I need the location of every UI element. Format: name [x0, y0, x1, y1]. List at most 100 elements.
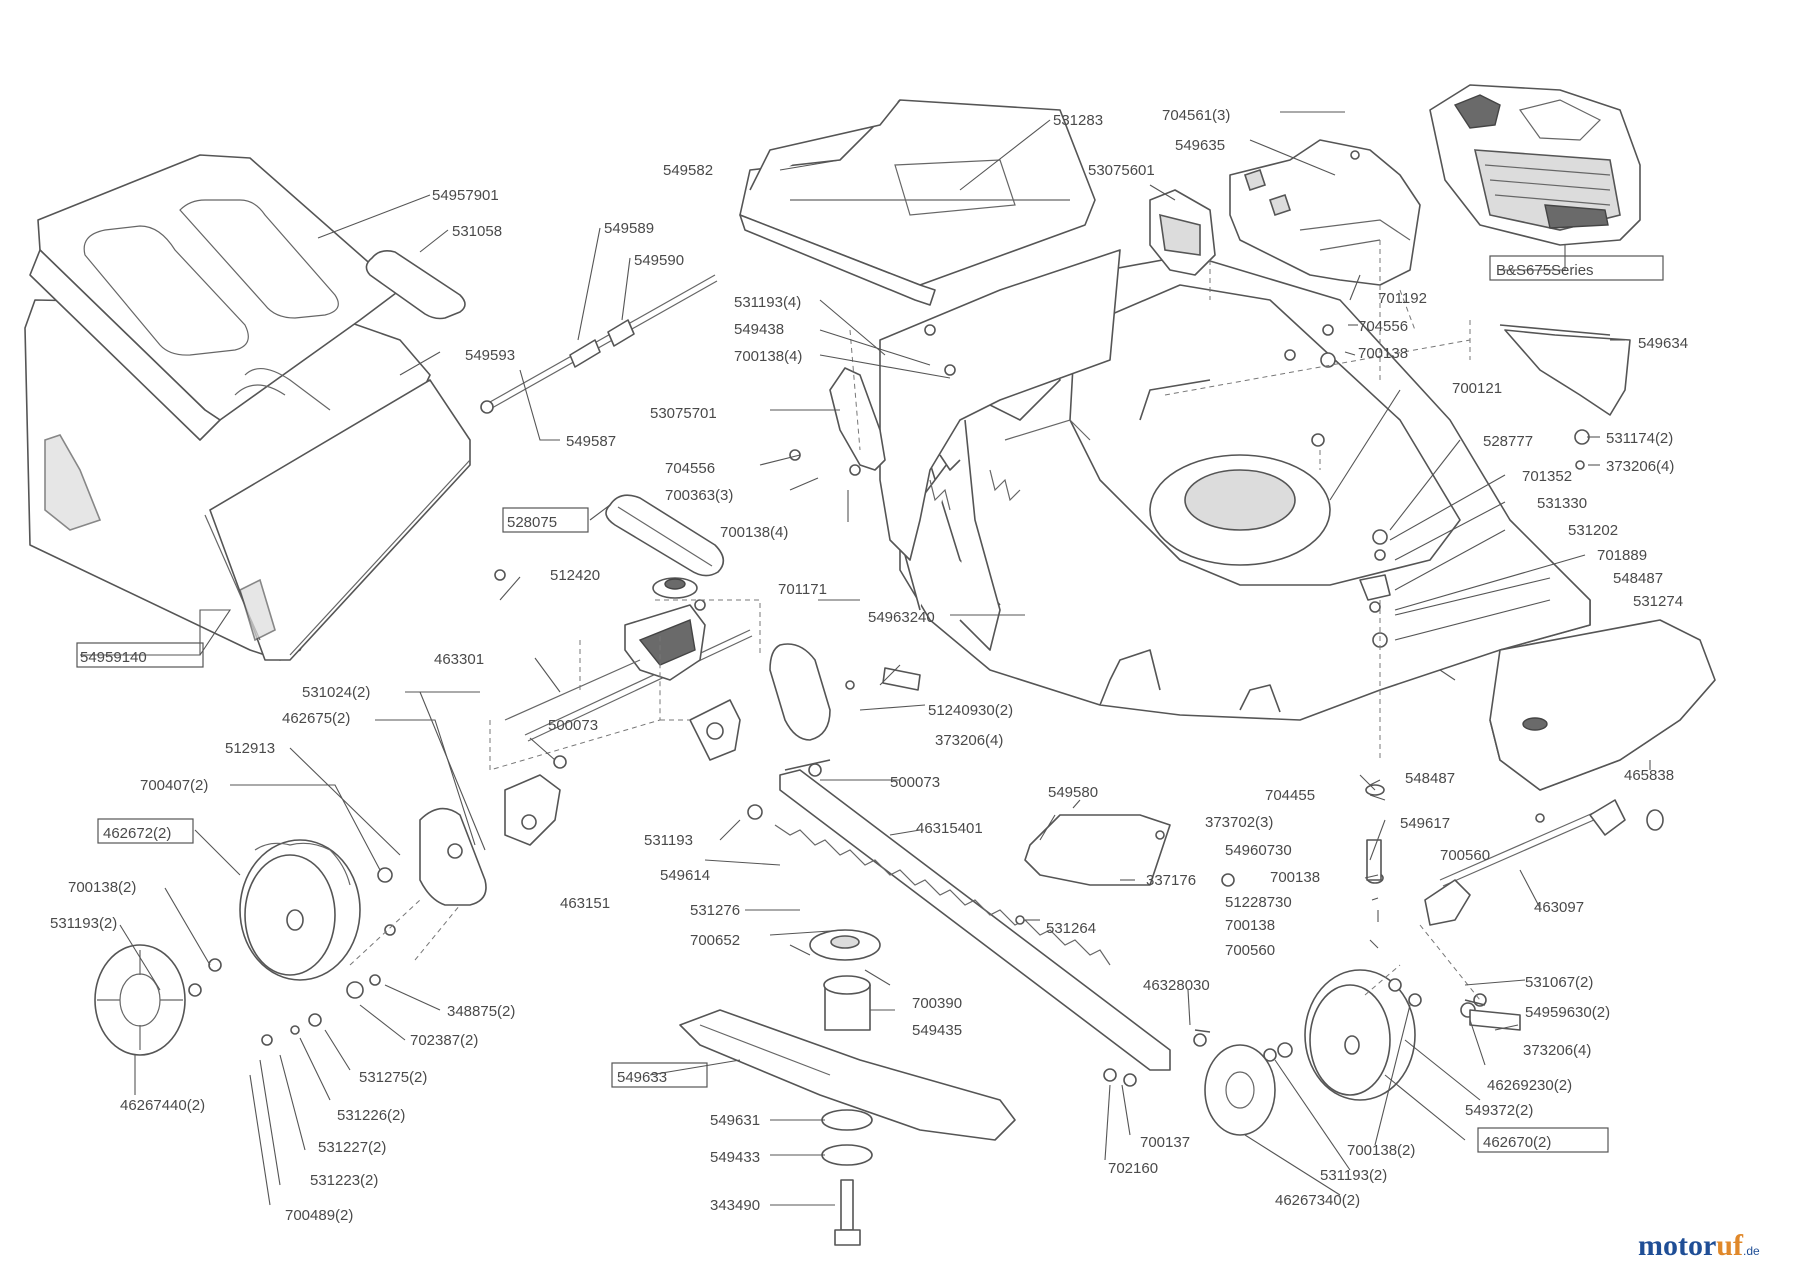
front-right-wheel [1304, 969, 1416, 1101]
part-labels: 54957901 531058 549589 549590 549593 549… [50, 107, 1688, 1224]
label-531283: 531283 [1053, 112, 1103, 129]
label-46267440-2: 46267440(2) [120, 1097, 205, 1114]
box-label-528075 [502, 507, 589, 533]
label-531193-2-right: 531193(2) [1320, 1167, 1387, 1184]
label-528075: 528075 [507, 514, 557, 531]
leader-lines [80, 111, 1651, 1206]
label-700138-2-right: 700138(2) [1347, 1142, 1415, 1159]
label-51240930-2: 51240930(2) [928, 702, 1013, 719]
label-700138-4-top: 700138(4) [734, 348, 802, 365]
label-531274: 531274 [1633, 593, 1683, 610]
label-531174-2: 531174(2) [1606, 430, 1673, 447]
front-axle [1424, 799, 1664, 926]
front-bumper [1489, 619, 1716, 791]
label-54959630-2: 54959630(2) [1525, 1004, 1610, 1021]
blade-washer-top [821, 1109, 873, 1131]
gearbox [504, 577, 706, 721]
grass-catcher-lid [29, 154, 401, 441]
label-531226-2: 531226(2) [337, 1107, 405, 1124]
box-label-54959140 [76, 642, 204, 668]
label-531202: 531202 [1568, 522, 1618, 539]
label-531058: 531058 [452, 223, 502, 240]
front-right-hubcap [1204, 1044, 1276, 1136]
rear-axle-assembly [504, 629, 753, 846]
label-373206-4-mid: 373206(4) [935, 732, 1003, 749]
label-700407-2: 700407(2) [140, 777, 208, 794]
label-531223-2: 531223(2) [310, 1172, 378, 1189]
engine [1429, 84, 1641, 246]
grass-catcher-bag [24, 299, 471, 661]
watermark-domain: .de [1743, 1244, 1760, 1258]
label-531193-4: 531193(4) [734, 294, 801, 311]
label-500073-left: 500073 [548, 717, 598, 734]
label-465838: 465838 [1624, 767, 1674, 784]
label-700489-2: 700489(2) [285, 1207, 353, 1224]
label-512913: 512913 [225, 740, 275, 757]
label-531193-center: 531193 [644, 832, 693, 849]
label-704561-3: 704561(3) [1162, 107, 1230, 124]
label-549580: 549580 [1048, 784, 1098, 801]
label-548487-bottom: 548487 [1405, 770, 1455, 787]
label-549438: 549438 [734, 321, 784, 338]
label-700138-top-right: 700138 [1358, 345, 1408, 362]
blade-bolt [834, 1179, 861, 1246]
label-702387-2: 702387(2) [410, 1032, 478, 1049]
label-528777: 528777 [1483, 433, 1533, 450]
box-label-462672 [97, 818, 194, 844]
label-701352: 701352 [1522, 468, 1572, 485]
label-700138-right-b: 700138 [1225, 917, 1275, 934]
rear-chute-flap [739, 99, 1096, 306]
label-531024-2: 531024(2) [302, 684, 370, 701]
label-54960730: 54960730 [1225, 842, 1292, 859]
label-531264: 531264 [1046, 920, 1096, 937]
label-702160: 702160 [1108, 1160, 1158, 1177]
label-549372-2: 549372(2) [1465, 1102, 1533, 1119]
adjuster-spring [774, 824, 1111, 966]
label-700138-2-left: 700138(2) [68, 879, 136, 896]
label-549635: 549635 [1175, 137, 1225, 154]
label-549617: 549617 [1400, 815, 1450, 832]
rear-left-hubcap [94, 944, 186, 1056]
label-53075701: 53075701 [650, 405, 717, 422]
label-373206-4-top: 373206(4) [1606, 458, 1674, 475]
alignment-lines [349, 240, 1481, 1001]
label-704455: 704455 [1265, 787, 1315, 804]
drive-disc [769, 643, 831, 741]
label-549593: 549593 [465, 347, 515, 364]
label-700390: 700390 [912, 995, 962, 1012]
handle-rod-assembly [480, 274, 718, 414]
label-700137: 700137 [1140, 1134, 1190, 1151]
label-46328030: 46328030 [1143, 977, 1210, 994]
label-463151: 463151 [560, 895, 610, 912]
catcher-handle-insert [365, 250, 466, 320]
box-label-engine-series [1489, 255, 1664, 281]
label-549589: 549589 [604, 220, 654, 237]
label-373702-3: 373702(3) [1205, 814, 1273, 831]
label-462672-2: 462672(2) [103, 825, 171, 842]
label-462670-2: 462670(2) [1483, 1134, 1551, 1151]
label-700138-4-bottom: 700138(4) [720, 524, 788, 541]
label-700121: 700121 [1452, 380, 1502, 397]
blade-adapter [809, 929, 881, 1031]
label-700138-right-a: 700138 [1270, 869, 1320, 886]
label-54959140: 54959140 [80, 649, 147, 666]
grey-cover-plate [1499, 324, 1611, 336]
svg-text:motoruf.de: motoruf.de [1638, 1229, 1760, 1262]
blade-washer-bottom [821, 1144, 873, 1166]
label-549587: 549587 [566, 433, 616, 450]
watermark-brand-blue: motor [1638, 1229, 1716, 1262]
label-531330: 531330 [1537, 495, 1587, 512]
label-531275-2: 531275(2) [359, 1069, 427, 1086]
label-462675-2: 462675(2) [282, 710, 350, 727]
label-531067-2: 531067(2) [1525, 974, 1593, 991]
watermark-brand-orange: uf [1716, 1229, 1744, 1262]
motoruf-watermark: motoruf.de [1638, 1229, 1760, 1262]
label-46269230-2: 46269230(2) [1487, 1077, 1572, 1094]
label-549435: 549435 [912, 1022, 962, 1039]
label-700560-right: 700560 [1440, 847, 1490, 864]
label-51228730: 51228730 [1225, 894, 1292, 911]
rear-frame-bracket [879, 249, 1121, 651]
label-54957901: 54957901 [432, 187, 499, 204]
label-549633: 549633 [617, 1069, 667, 1086]
